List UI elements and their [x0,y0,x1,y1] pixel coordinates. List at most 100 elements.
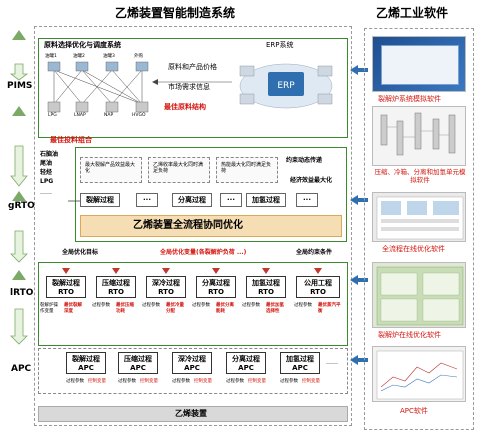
apc-2-l2: APC [130,364,146,372]
layer-apc: APC [11,364,32,374]
soft-1-window [381,45,459,85]
grto-card-1-text: 最大裂解产品效益最大化 [85,162,136,174]
grto-proc-6: ··· [296,193,318,207]
apc-io-2a: 过程参数 [118,379,136,384]
grto-proc-2-label: ··· [143,196,151,204]
grto-proc-1-label: 裂解过程 [86,196,114,204]
rto-note-4-red: 最优分离能耗 [216,303,234,314]
tank-label-3: 油罐3 [103,54,115,59]
software-label-2-wrap: 压缩、冷箱、分离和加氢单元模拟软件 [374,168,466,188]
tank-network [47,61,149,113]
feed-1: 石脑油 [40,151,59,158]
rto-note-2-black: 过程参数 [92,303,110,308]
software-column [364,28,474,430]
layer-arrows [9,30,29,345]
side-title-text: 乙烯工业软件 [376,6,449,20]
rto-6-l2: RTO [310,288,326,296]
rto-note-1: 裂解炉操作变量 最优裂解深度 [40,303,88,343]
rto-note-6: 过程参数 最优蒸汽平衡 [294,303,344,343]
rto-note-5-red: 最优加氢选择性 [266,303,284,314]
software-screenshot-2 [372,106,466,166]
apc-3-l1: 深冷过程 [178,355,206,363]
erp-illustration: ERP [239,63,333,109]
rto-1-l2: RTO [58,288,74,296]
rto-4-l1: 分离过程 [202,279,230,287]
rto-3-l2: RTO [158,288,174,296]
main-title-text: 乙烯装置智能制造系统 [115,6,236,20]
tank-label-4: 外购 [134,54,143,59]
product-label-2: LNAP [74,113,86,118]
grto-proc-3-label: 分离过程 [178,196,206,204]
rto-5-l1: 加氢过程 [252,279,280,287]
apc-box [38,348,348,394]
rto-note-6-black: 过程参数 [294,303,312,308]
best-structure: 最佳原料结构 [164,103,206,111]
layer-column: PIMS gRTO lRTO APC [4,26,35,426]
grto-proc-4-label: ··· [227,196,235,204]
rto-note-4: 过程参数 最优分离能耗 [192,303,240,343]
rto-note-3-black: 过程参数 [142,303,160,308]
grto-card-2-text: 乙烯收率最大化同时满足负荷 [153,162,204,174]
tank-label-2: 油罐2 [73,54,85,59]
software-label-2: 压缩、冷箱、分离和加氢单元模拟软件 [374,168,466,184]
software-label-1: 裂解炉系统模拟软件 [378,95,441,103]
apc-io-row: 过程参数 控制变量 过程参数 控制变量 过程参数 控制变量 过程参数 控制变量 … [66,378,336,392]
rto-note-4-black: 过程参数 [192,303,210,308]
apc-1-l1: 裂解过程 [72,355,100,363]
collab-text: 乙烯装置全流程协同优化 [133,220,243,231]
price-info: 原料和产品价格 [168,63,217,71]
layer-lrto: lRTO [10,288,34,298]
side-title: 乙烯工业软件 [360,2,478,24]
econ-max: 经济效益最大化 [290,177,333,184]
grto-proc-5: 加氢过程 [246,193,286,207]
product-label-4: HVGO [132,113,146,118]
constraint-transfer: 约束动态传递 [286,157,323,164]
info-arrows [152,79,232,85]
rto-note-5: 过程参数 最优加氢选择性 [242,303,290,343]
soft-3-panel [376,196,464,240]
software-label-4: 裂解炉在线优化软件 [378,331,441,339]
rto-5-l2: RTO [258,288,274,296]
erp-title: ERP系统 [266,41,294,49]
apc-io-3b: 控制变量 [194,379,212,384]
rto-note-3: 过程参数 最优冷量分配 [142,303,190,343]
soft-2-flowsheet [380,112,456,156]
global-arrows [62,268,322,274]
grto-proc-6-label: ··· [303,196,311,204]
global-target: 全局优化目标 [62,249,99,256]
apc-io-4b: 控制变量 [248,379,266,384]
apc-3-l2: APC [184,364,200,372]
grto-proc-1: 裂解过程 [80,193,120,207]
feed-2: 尾油 [40,160,53,167]
software-label-5: APC软件 [400,407,428,415]
grto-proc-5-label: 加氢过程 [252,196,280,204]
grto-proc-2: ··· [136,193,158,207]
apc-io-5a: 过程参数 [280,379,298,384]
plant-label: 乙烯装置 [175,409,207,418]
main-title: 乙烯装置智能制造系统 [0,2,350,24]
layer-grto: gRTO [8,201,35,211]
pims-box-title: 原料选择优化与调度系统 [44,41,121,49]
erp-graphic: ERP [234,52,338,112]
apc-ellipsis: …… [326,359,338,366]
svg-text:ERP: ERP [277,81,295,91]
grto-card-2: 乙烯收率最大化同时满足负荷 [148,157,210,183]
apc-io-2b: 控制变量 [140,379,158,384]
layer-pims: PIMS [7,81,33,91]
soft-5-panel [376,350,464,400]
rto-2-l1: 压缩过程 [102,279,130,287]
grto-proc-4: ··· [220,193,242,207]
apc-4-l2: APC [238,364,254,372]
product-label-3: NAP [104,113,114,118]
collab-bar: 乙烯装置全流程协同优化 [80,215,342,237]
rto-note-6-red: 最优蒸汽平衡 [318,303,341,314]
software-screenshot-1 [372,36,466,92]
feed-more: …… [40,189,52,196]
apc-5-l1: 加氢过程 [286,355,314,363]
